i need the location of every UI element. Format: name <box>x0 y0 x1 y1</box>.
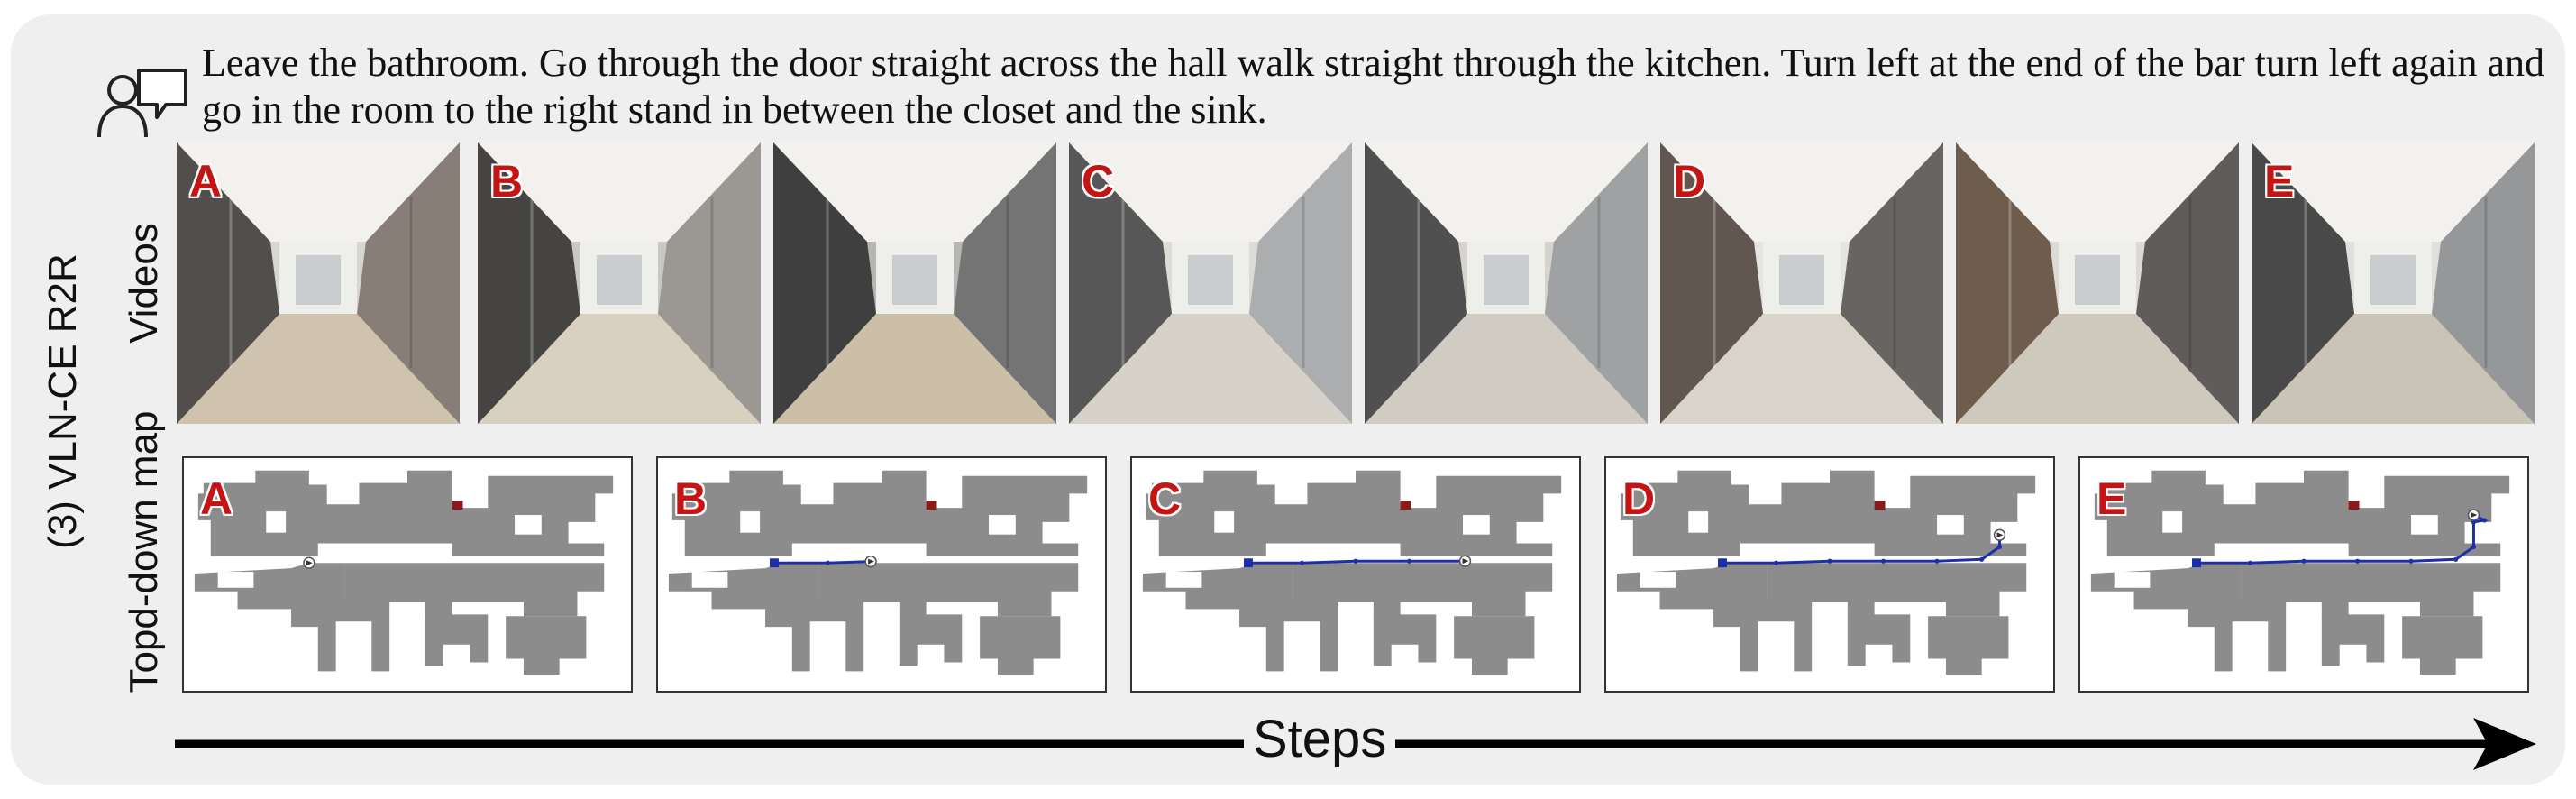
video-frame: C <box>1069 142 1352 424</box>
videos-label: Videos <box>122 223 166 344</box>
map-letter: C <box>1148 473 1182 524</box>
video-frame: E <box>2252 142 2535 424</box>
route-waypoint <box>2453 556 2459 562</box>
route-waypoint <box>1353 558 1358 564</box>
route-waypoint <box>1773 560 1779 565</box>
dataset-label: (3) VLN-CE R2R <box>41 253 85 549</box>
frame-letter: B <box>490 156 524 207</box>
speech-bubble-person-icon <box>97 69 187 138</box>
route-start <box>770 558 779 568</box>
video-frame <box>1956 142 2239 424</box>
route-waypoint <box>2481 518 2487 523</box>
route-waypoint <box>2408 558 2414 564</box>
topdown-map: B <box>656 456 1107 693</box>
instruction-text: Leave the bathroom. Go through the door … <box>202 41 2544 132</box>
route-waypoint <box>1979 556 1985 562</box>
video-frame <box>773 142 1056 424</box>
map-letter: D <box>1622 473 1656 524</box>
route-path <box>2196 513 2489 565</box>
frame-letter: A <box>189 156 223 207</box>
route-path <box>1722 535 2001 565</box>
route-waypoint <box>2471 519 2477 525</box>
route-start <box>2192 558 2201 568</box>
topdown-map: E <box>2078 456 2529 693</box>
route-waypoint <box>1934 558 1940 564</box>
video-frame <box>1365 142 1648 424</box>
route-waypoint <box>2471 544 2477 550</box>
route-waypoint <box>1406 558 1412 564</box>
route-waypoint <box>2247 560 2253 565</box>
map-letter: E <box>2096 473 2127 524</box>
route-waypoint <box>2301 558 2307 564</box>
steps-label: Steps <box>1244 707 1396 772</box>
route-waypoint <box>1880 558 1886 564</box>
frame-letter: C <box>1082 156 1115 207</box>
route-start <box>1718 558 1727 568</box>
video-frame: D <box>1660 142 1943 424</box>
map-letter: B <box>674 473 708 524</box>
frame-letter: E <box>2264 156 2295 207</box>
route-path <box>773 560 872 565</box>
route-waypoint <box>1299 560 1305 565</box>
topdown-map: A <box>182 456 633 693</box>
topdown-map: D <box>1604 456 2055 693</box>
frame-letter: D <box>1673 156 1706 207</box>
route-waypoint <box>2354 558 2361 564</box>
route-waypoint <box>825 560 831 565</box>
route-start <box>1244 558 1253 568</box>
video-frame: A <box>177 142 460 424</box>
video-frame: B <box>478 142 761 424</box>
route-waypoint <box>1827 558 1832 564</box>
map-letter: A <box>200 473 233 524</box>
topdown-map: C <box>1130 456 1581 693</box>
route-waypoint <box>1996 544 2003 550</box>
topdown-label: Topd-down map <box>122 410 166 693</box>
